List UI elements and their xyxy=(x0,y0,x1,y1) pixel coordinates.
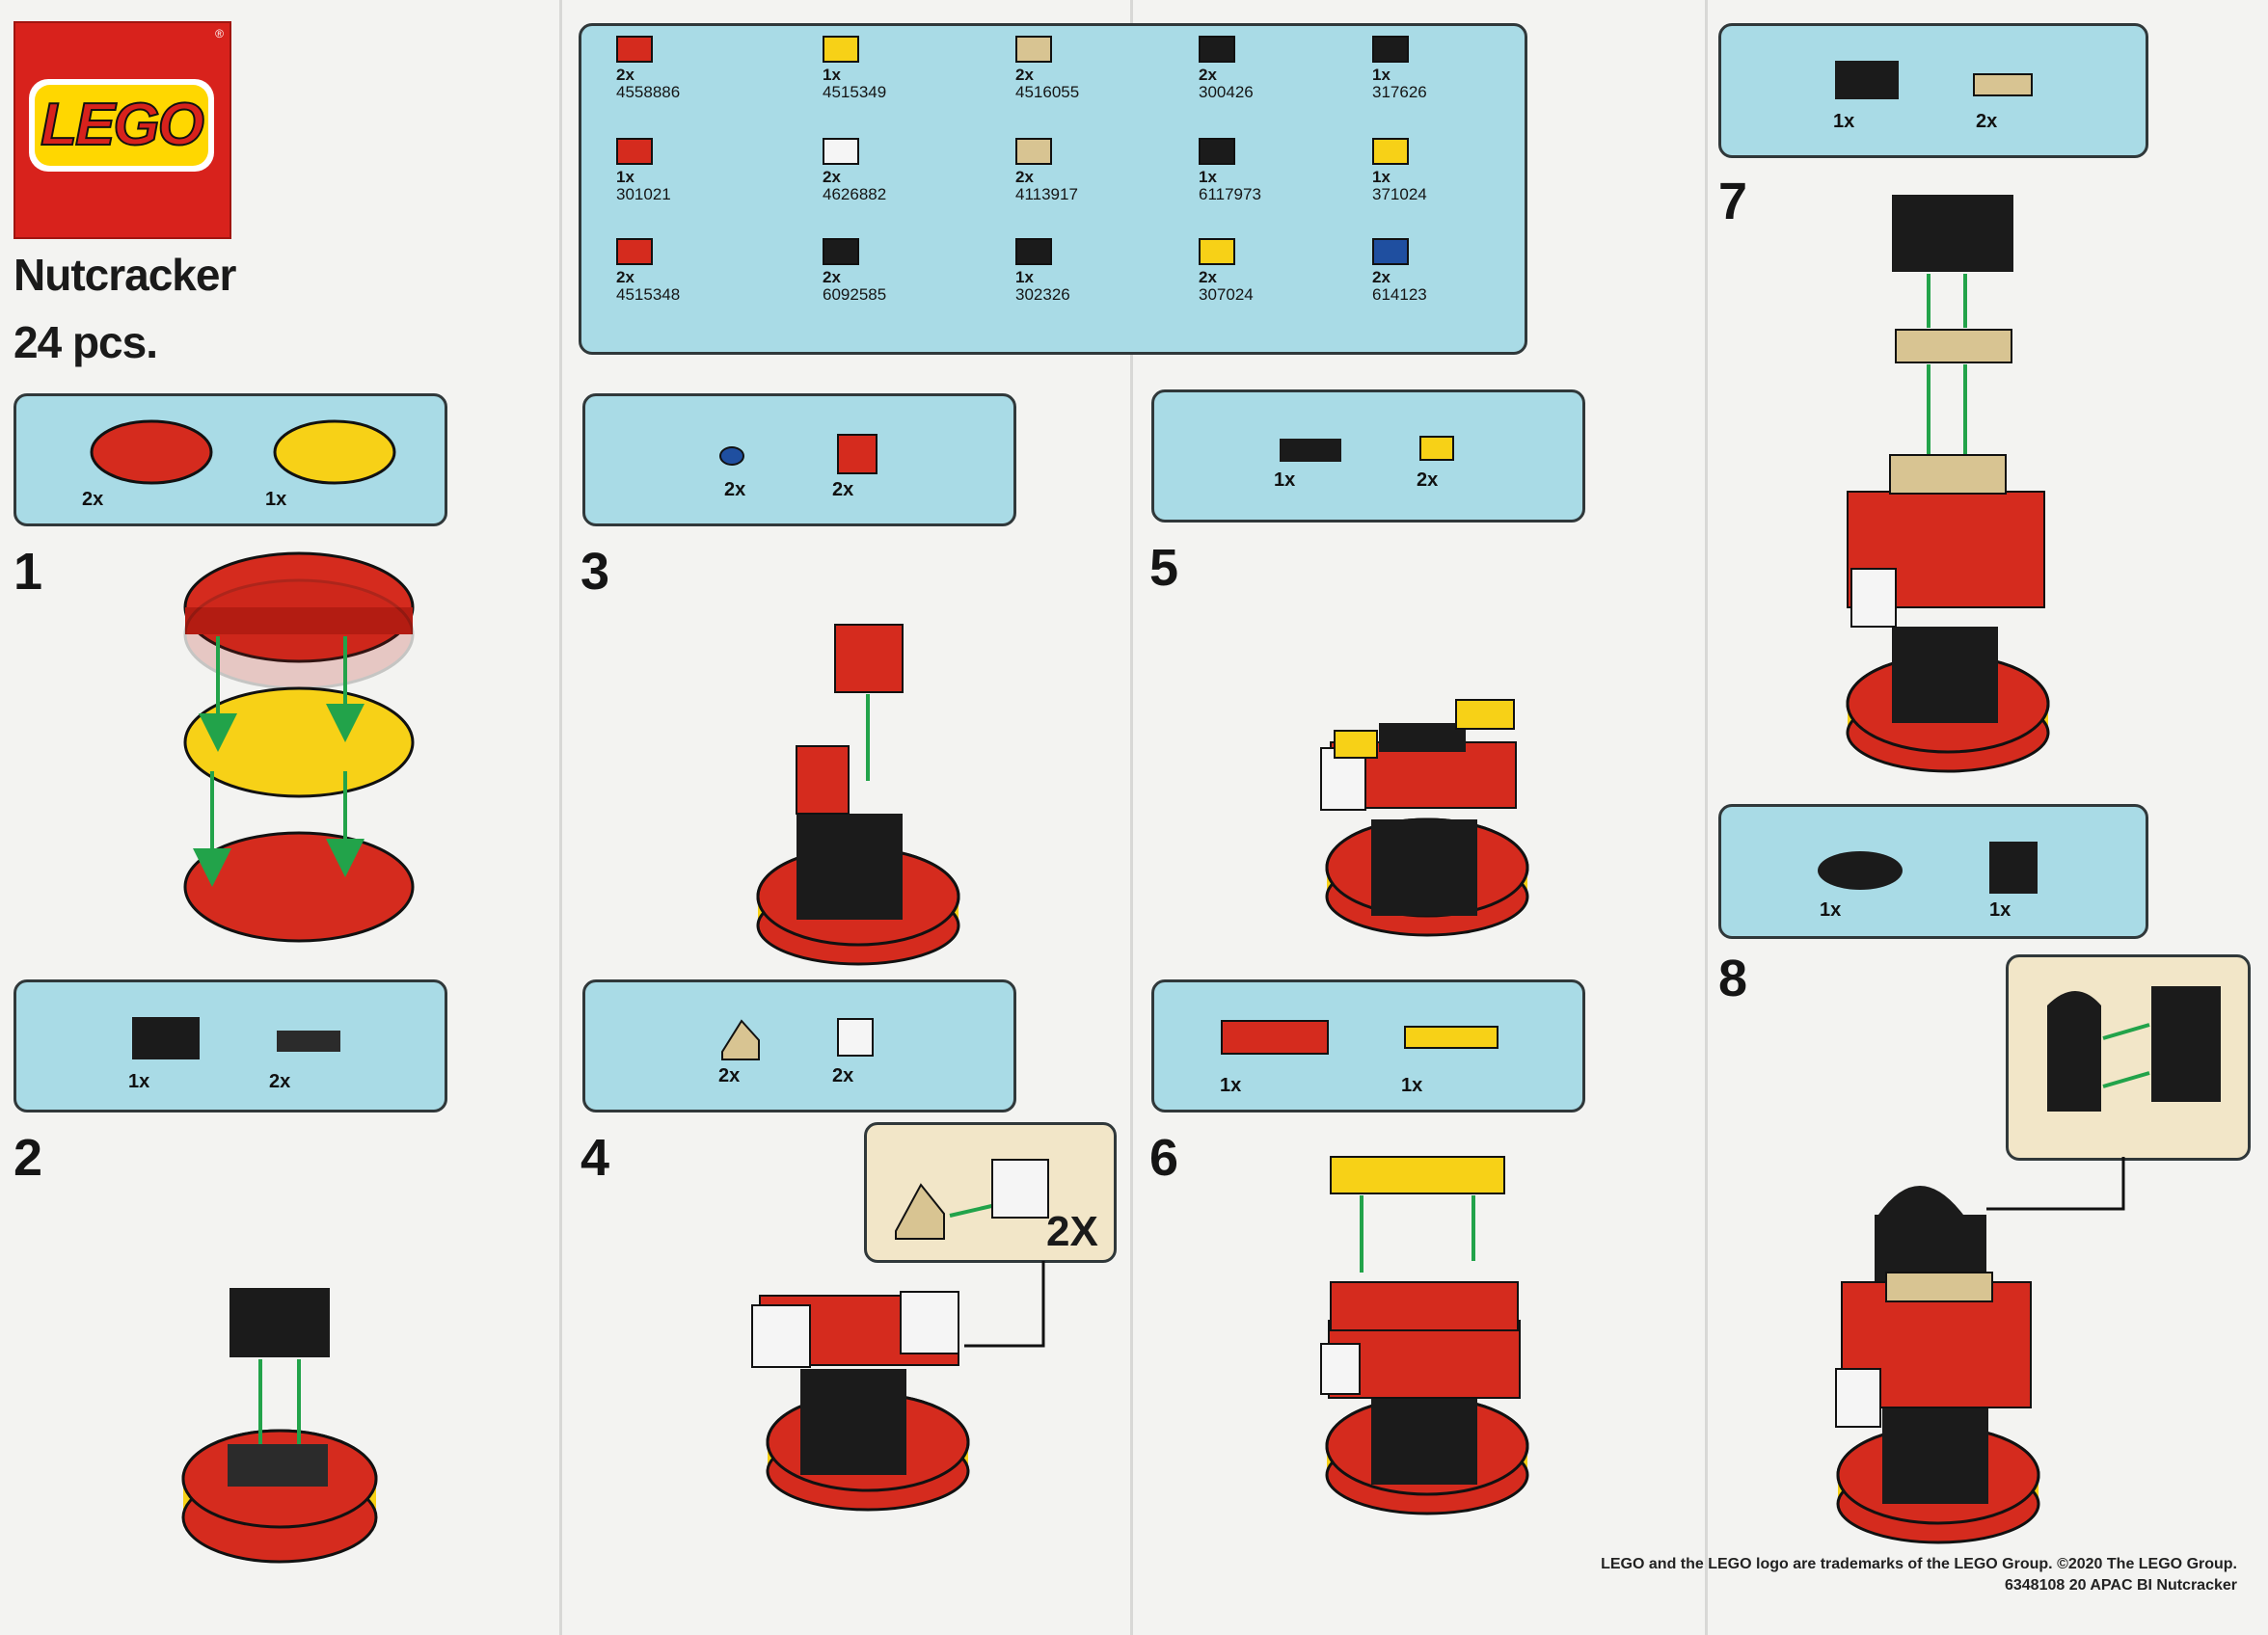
part-qty: 1x xyxy=(823,66,841,84)
part-number: 301021 xyxy=(616,185,671,203)
step-8-parts-panel: 1x 1x xyxy=(1718,804,2148,939)
part-qty: 1x xyxy=(1199,168,1217,186)
part-qty: 2x xyxy=(1199,268,1217,286)
part-qty: 2x xyxy=(616,66,634,84)
step-4-parts-panel: 2x 2x xyxy=(582,979,1016,1112)
page-fold xyxy=(1130,0,1133,1635)
parts-icons xyxy=(90,419,396,485)
part-qty: 2x xyxy=(823,268,841,286)
part-number: 4626882 xyxy=(823,185,887,203)
page-fold xyxy=(1705,0,1708,1635)
step-number: 8 xyxy=(1718,950,1748,1007)
step-number: 1 xyxy=(14,543,43,601)
part-swatch xyxy=(616,238,653,265)
part-qty: 1x xyxy=(1372,168,1390,186)
part-number: 6117973 xyxy=(1199,185,1261,203)
part-swatch xyxy=(1015,138,1052,165)
step-number: 3 xyxy=(580,543,610,601)
part-qty: 2x xyxy=(1015,168,1034,186)
part-number: 302326 xyxy=(1015,285,1070,304)
step-3-parts-panel: 2x 2x xyxy=(582,393,1016,526)
part-swatch xyxy=(823,238,859,265)
set-code-line: 6348108 20 APAC BI Nutcracker xyxy=(2004,1577,2237,1594)
step-7-illustration xyxy=(1846,195,2050,773)
part-qty: 2x xyxy=(1372,268,1390,286)
step-8-illustration xyxy=(1835,1157,2125,1544)
part-number: 614123 xyxy=(1372,285,1427,304)
step-4-illustration xyxy=(751,1261,1045,1512)
step-number: 7 xyxy=(1718,173,1748,230)
part-qty: 1x xyxy=(616,168,634,186)
step-6-illustration xyxy=(1320,1156,1529,1515)
sub-assembly-callout xyxy=(2006,954,2251,1161)
sub-assembly-callout: 2X xyxy=(864,1122,1117,1263)
part-number: 4515348 xyxy=(616,285,681,304)
part-swatch xyxy=(1199,138,1235,165)
part-qty: 2x xyxy=(1015,66,1034,84)
step-1-parts-panel: 2x 1x xyxy=(14,393,447,526)
part-swatch xyxy=(1199,238,1235,265)
step-7-parts-panel: 1x 2x xyxy=(1718,23,2148,158)
multiplier-label: 2X xyxy=(1046,1208,1098,1255)
part-qty: 1x xyxy=(1015,268,1034,286)
part-number: 4516055 xyxy=(1015,83,1080,101)
part-number: 307024 xyxy=(1199,285,1254,304)
part-swatch xyxy=(1015,238,1052,265)
part-swatch xyxy=(616,36,653,63)
part-swatch xyxy=(1372,238,1409,265)
part-qty: 2x xyxy=(1199,66,1217,84)
piece-count: 24 pcs. xyxy=(14,317,158,367)
part-swatch xyxy=(1372,36,1409,63)
step-2-parts-panel: 1x 2x xyxy=(14,979,447,1112)
copyright-line: LEGO and the LEGO logo are trademarks of… xyxy=(1601,1556,2237,1572)
part-swatch xyxy=(616,138,653,165)
step-6-parts-panel: 1x 1x xyxy=(1151,979,1585,1112)
set-name: Nutcracker xyxy=(14,250,236,300)
part-swatch xyxy=(823,36,859,63)
step-5-illustration xyxy=(1320,699,1529,937)
step-number: 6 xyxy=(1149,1129,1179,1187)
part-number: 4558886 xyxy=(616,83,681,101)
lego-logo: LEGO ® xyxy=(14,21,231,239)
step-2-illustration xyxy=(181,1288,378,1564)
part-qty: 1x xyxy=(1372,66,1390,84)
part-swatch xyxy=(823,138,859,165)
step-3-illustration xyxy=(756,624,960,966)
step-number: 2 xyxy=(14,1129,43,1187)
part-swatch xyxy=(1199,36,1235,63)
part-number: 300426 xyxy=(1199,83,1254,101)
step-5-parts-panel: 1x 2x xyxy=(1151,389,1585,523)
part-number: 4113917 xyxy=(1015,185,1078,203)
part-swatch xyxy=(1372,138,1409,165)
part-number: 317626 xyxy=(1372,83,1427,101)
step-1-illustration xyxy=(183,551,415,943)
part-number: 6092585 xyxy=(823,285,887,304)
page-fold xyxy=(559,0,562,1635)
part-number: 371024 xyxy=(1372,185,1427,203)
part-qty: 2x xyxy=(616,268,634,286)
part-qty: 2x xyxy=(823,168,841,186)
step-number: 5 xyxy=(1149,539,1179,597)
step-number: 4 xyxy=(580,1129,610,1187)
part-swatch xyxy=(1015,36,1052,63)
part-number: 4515349 xyxy=(823,83,887,101)
